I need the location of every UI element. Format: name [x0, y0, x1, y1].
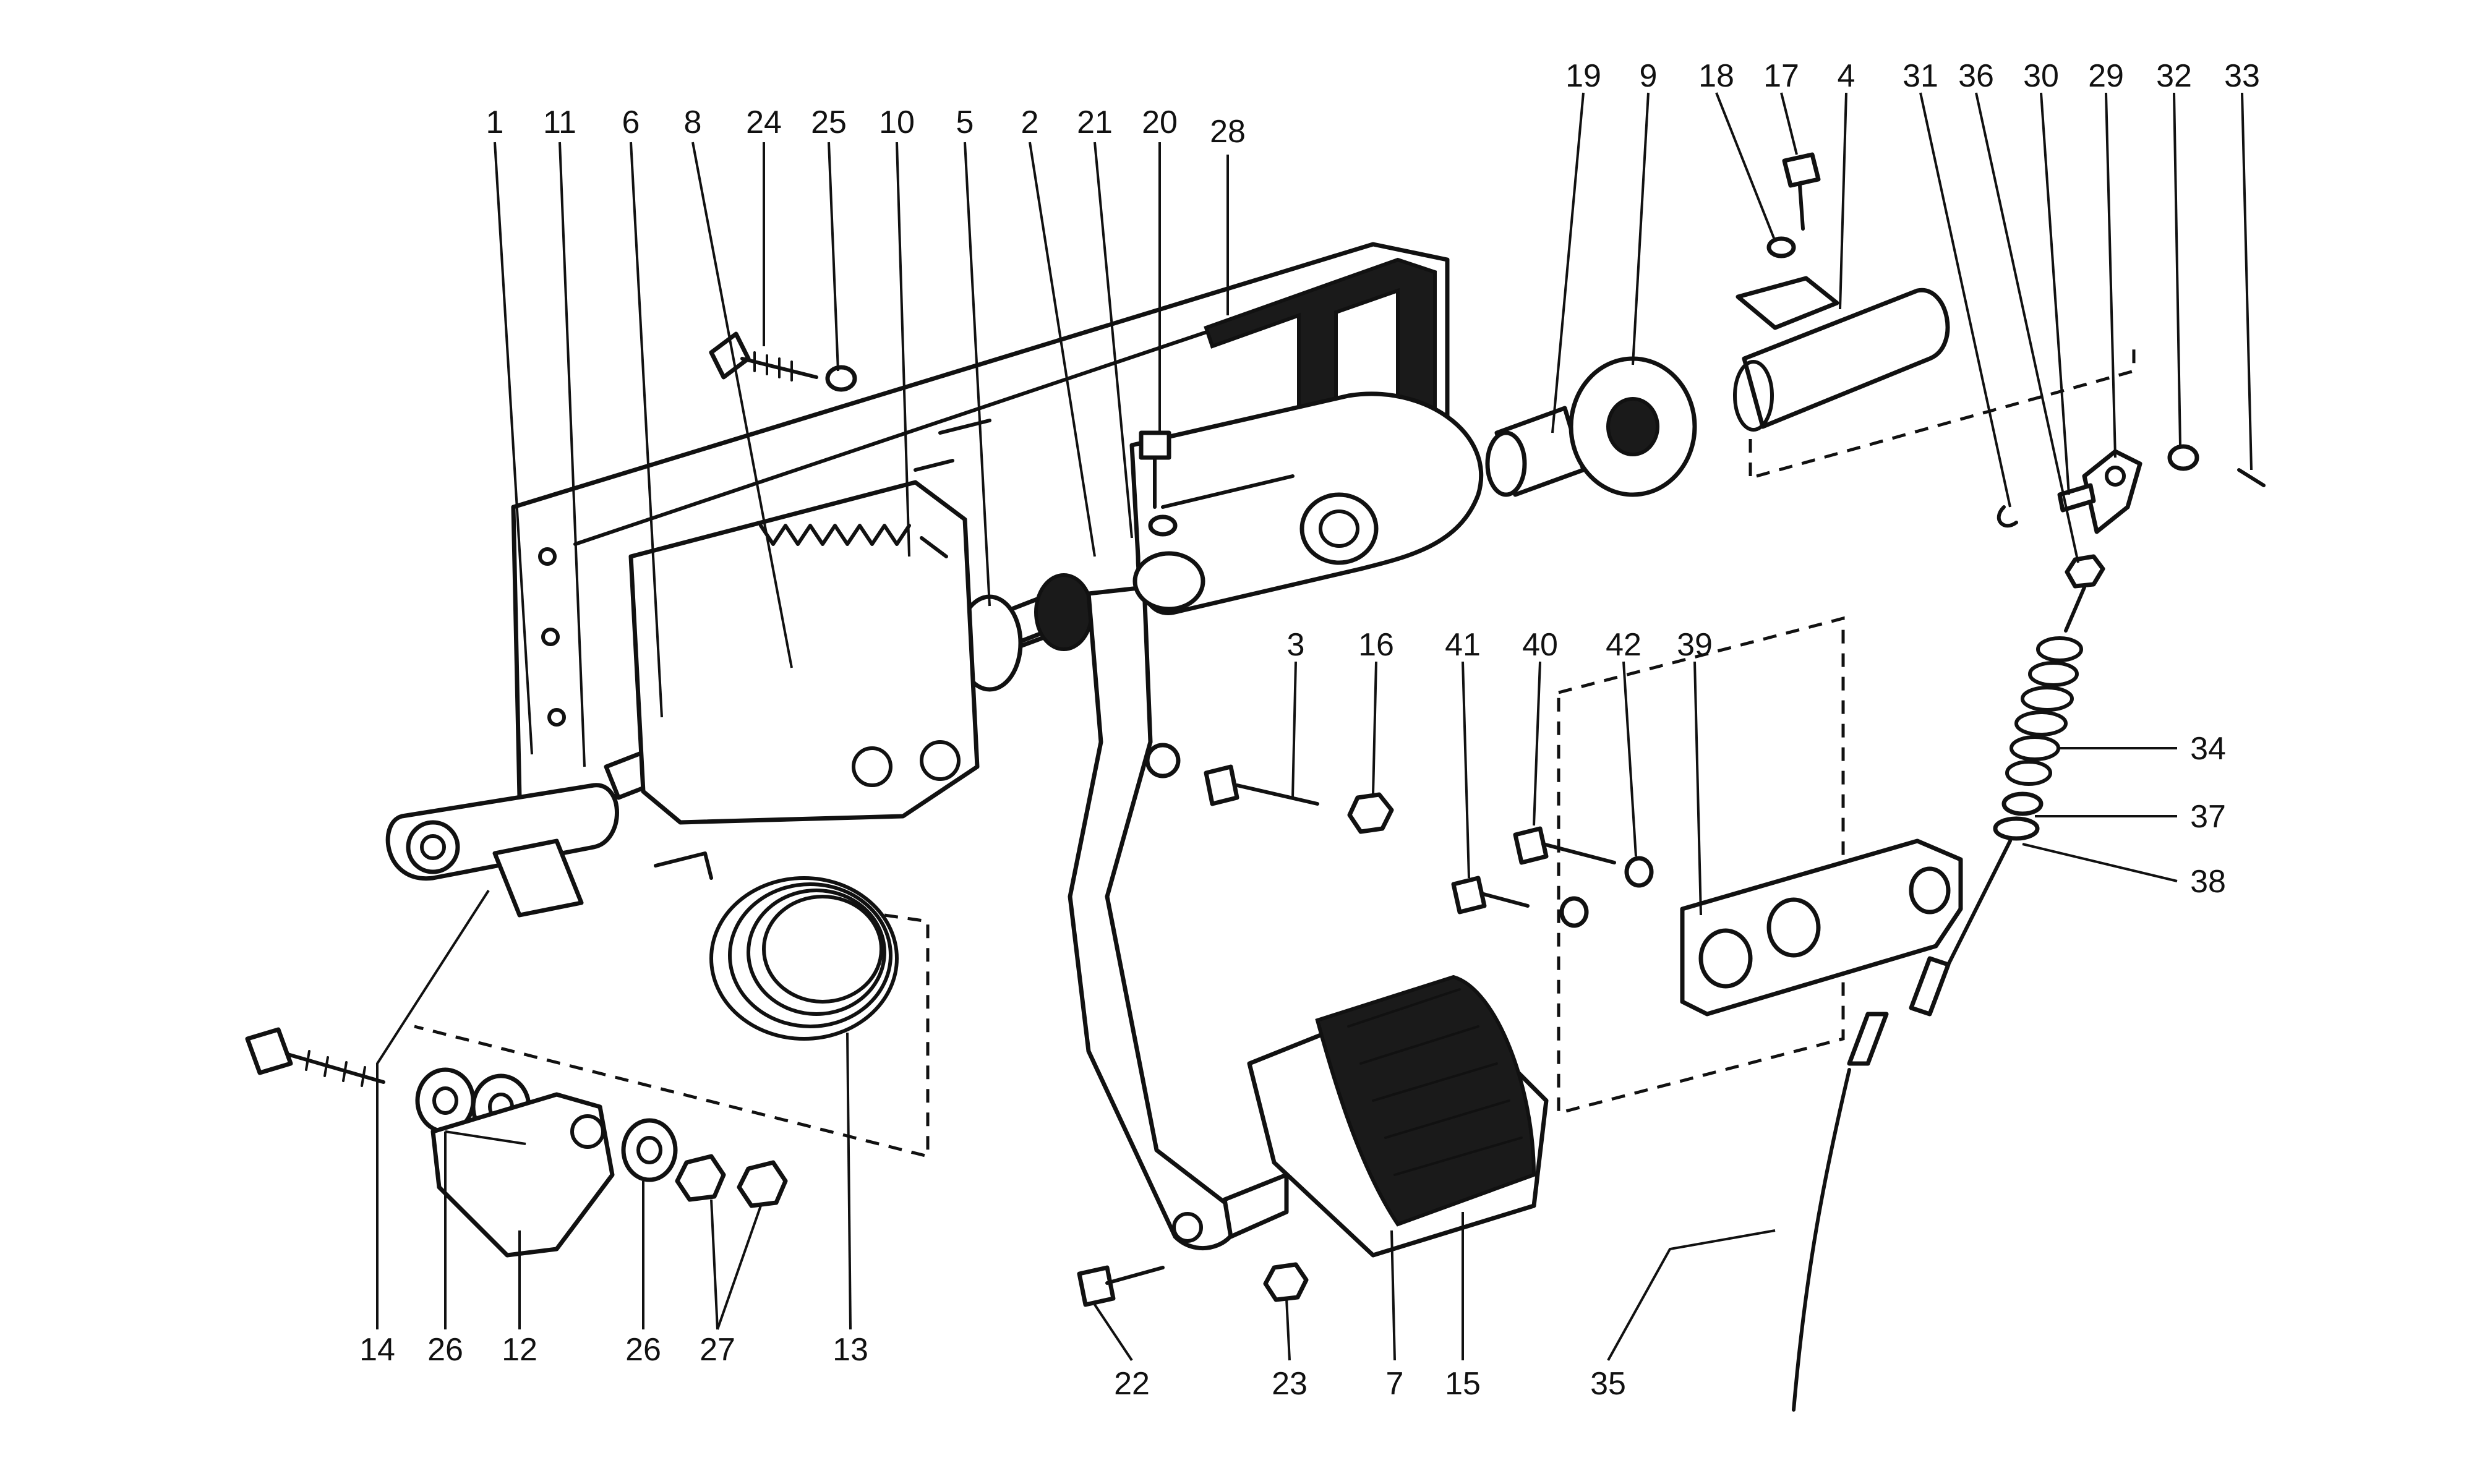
- label-10: 10: [879, 104, 915, 140]
- pin-30: [2057, 483, 2096, 513]
- label-16: 16: [1358, 627, 1394, 663]
- bolt-3: [1204, 764, 1319, 806]
- nut-16: [1347, 792, 1394, 834]
- label-30: 30: [2023, 58, 2059, 94]
- bolt-24: [709, 331, 818, 382]
- gasket: [1204, 257, 1437, 461]
- label-35: 35: [1590, 1366, 1626, 1402]
- washer-25: [825, 365, 857, 392]
- washer-18: [1766, 236, 1796, 258]
- washer-26c: [621, 1118, 678, 1182]
- label-22: 22: [1114, 1366, 1150, 1402]
- label-23: 23: [1272, 1366, 1308, 1402]
- nut-36: [2065, 554, 2105, 589]
- label-8: 8: [684, 104, 702, 140]
- label-42: 42: [1606, 627, 1641, 663]
- clip-31: [1997, 505, 2018, 528]
- label-41: 41: [1445, 627, 1481, 663]
- label-24: 24: [746, 104, 782, 140]
- label-32: 32: [2156, 58, 2192, 94]
- label-7: 7: [1386, 1366, 1404, 1402]
- label-2: 2: [1021, 104, 1039, 140]
- label-12: 12: [502, 1332, 537, 1368]
- cable-adjuster: [1993, 586, 2086, 841]
- label-38: 38: [2190, 864, 2226, 900]
- nut-27b: [737, 1160, 788, 1208]
- label-11: 11: [543, 104, 576, 140]
- split-pin-33: [2237, 468, 2266, 487]
- tension-spring: [759, 524, 948, 558]
- label-25: 25: [811, 104, 847, 140]
- label-14: 14: [359, 1332, 395, 1368]
- label-34: 34: [2190, 731, 2226, 767]
- label-31: 31: [1903, 58, 1938, 94]
- label-39: 39: [1677, 627, 1713, 663]
- bolt-22: [1077, 1265, 1165, 1307]
- washer-21: [1148, 514, 1178, 537]
- label-20: 20: [1142, 104, 1178, 140]
- nut-27a: [675, 1154, 726, 1202]
- label-26-right: 26: [625, 1332, 661, 1368]
- label-15: 15: [1445, 1366, 1481, 1402]
- pedal-pad: [1222, 974, 1549, 1258]
- nut-23: [1263, 1262, 1309, 1302]
- label-28: 28: [1210, 114, 1246, 150]
- label-29: 29: [2088, 58, 2124, 94]
- clevis-29: [2082, 449, 2142, 534]
- label-21: 21: [1077, 104, 1113, 140]
- pedal-bracket: [1129, 391, 1484, 615]
- label-37: 37: [2190, 799, 2226, 835]
- label-6: 6: [622, 104, 640, 140]
- leader-lines: [376, 92, 2253, 1362]
- bracket-39: [1680, 838, 1963, 1017]
- dashed-guide-upper: [1748, 346, 2136, 478]
- cable-35: [1792, 839, 2012, 1412]
- label-33: 33: [2224, 58, 2260, 94]
- pedal-arm: [1068, 551, 1240, 1250]
- bushing-19: [1485, 406, 1586, 497]
- bolt-17: [1782, 152, 1821, 231]
- firewall-panel: [1557, 616, 1845, 1115]
- pivot-housing: [628, 480, 980, 825]
- label-26-left: 26: [427, 1332, 463, 1368]
- label-1: 1: [486, 104, 504, 140]
- label-18: 18: [1698, 58, 1734, 94]
- bolt-41: [1451, 876, 1530, 915]
- label-36: 36: [1958, 58, 1994, 94]
- flanged-bushing-9: [1569, 356, 1697, 497]
- washer-32: [2167, 444, 2199, 471]
- label-9: 9: [1640, 58, 1658, 94]
- label-27: 27: [700, 1332, 735, 1368]
- label-19: 19: [1565, 58, 1601, 94]
- long-bolt: [245, 1027, 385, 1087]
- clevis-12: [430, 1092, 615, 1258]
- label-17: 17: [1763, 58, 1799, 94]
- washer-42: [1559, 856, 1654, 928]
- label-40: 40: [1522, 627, 1558, 663]
- pivot-pin-4: [1733, 276, 1950, 432]
- label-13: 13: [833, 1332, 868, 1368]
- lever-arm: [385, 783, 619, 918]
- bolt-40: [1513, 826, 1616, 865]
- label-5: 5: [956, 104, 974, 140]
- label-4: 4: [1838, 58, 1856, 94]
- callout-labels: 1 11 6 8 24 25 10 5 2 21 20 28 19 9 18 1…: [359, 58, 2260, 1402]
- label-3: 3: [1287, 627, 1305, 663]
- return-spring: [414, 851, 930, 1159]
